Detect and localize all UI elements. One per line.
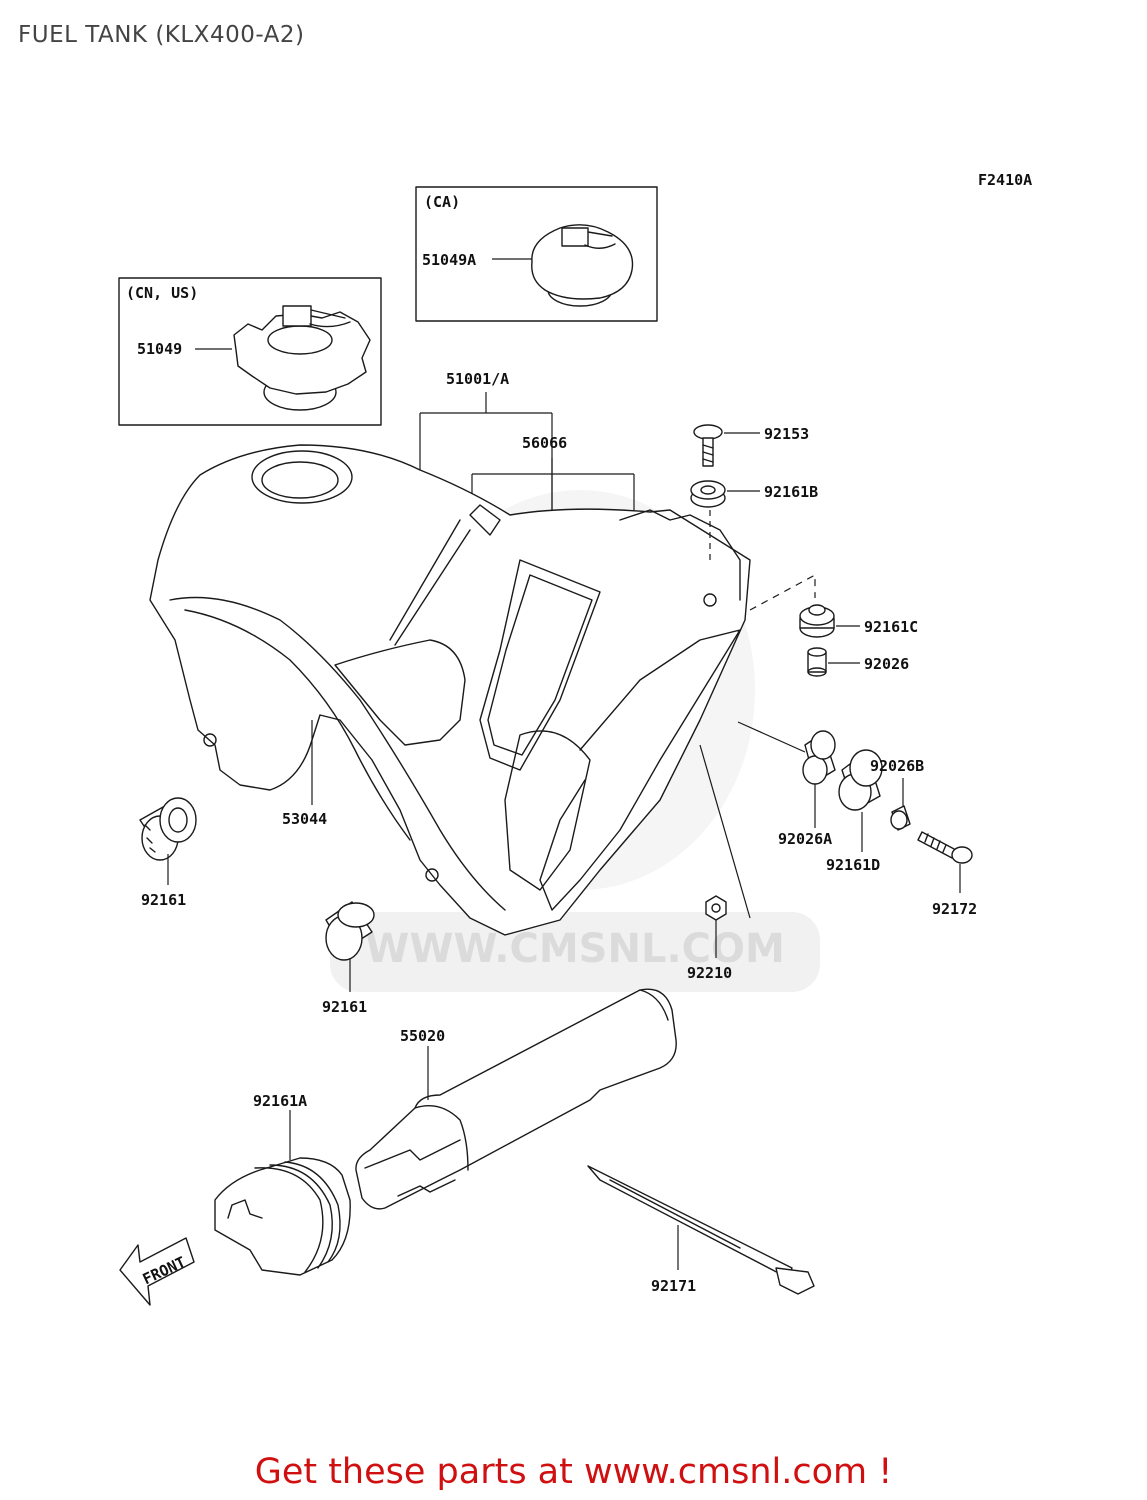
figure-code: F2410A: [978, 171, 1032, 189]
part-label-51049[interactable]: 51049: [137, 340, 182, 358]
part-label-92171[interactable]: 92171: [651, 1277, 696, 1295]
part-label-56066[interactable]: 56066: [522, 434, 567, 452]
part-label-92172[interactable]: 92172: [932, 900, 977, 918]
inset-cn-us-tag: (CN, US): [126, 284, 198, 302]
footer-link-text[interactable]: Get these parts at www.cmsnl.com !: [254, 1452, 893, 1492]
collar-92026A-icon: [802, 730, 836, 785]
nut-92210-icon: [705, 895, 727, 921]
damper-92161-mid-icon: [325, 901, 375, 961]
collar-92026-icon: [807, 647, 827, 677]
part-label-92210[interactable]: 92210: [687, 964, 732, 982]
part-label-55020[interactable]: 55020: [400, 1027, 445, 1045]
inset-box-ca: (CA) 51049A: [415, 186, 658, 322]
rubber-92161D-icon: [838, 749, 883, 811]
cover-55020-icon: [355, 988, 677, 1210]
bolt-92153-icon: [693, 424, 723, 467]
part-label-53044[interactable]: 53044: [282, 810, 327, 828]
collar-92026B-icon: [890, 805, 911, 831]
cable-tie-92171-icon: [587, 1165, 815, 1295]
part-label-92161-mid[interactable]: 92161: [322, 998, 367, 1016]
part-label-92026B[interactable]: 92026B: [870, 757, 924, 775]
part-label-51001A[interactable]: 51001/A: [446, 370, 509, 388]
bolt-92172-icon: [917, 831, 973, 864]
damper-92161A-icon: [214, 1157, 351, 1276]
damper-92161-left-icon: [139, 797, 197, 861]
part-label-92026[interactable]: 92026: [864, 655, 909, 673]
front-direction-arrow: FRONT: [119, 1237, 195, 1306]
part-label-92153[interactable]: 92153: [764, 425, 809, 443]
grommet-92161B-icon: [690, 480, 726, 508]
grommet-92161C-icon: [799, 604, 835, 638]
part-label-92161A[interactable]: 92161A: [253, 1092, 307, 1110]
inset-ca-tag: (CA): [424, 193, 460, 211]
part-label-92161D[interactable]: 92161D: [826, 856, 880, 874]
fuel-cap-cn-us-icon: [233, 305, 371, 411]
part-label-92161C[interactable]: 92161C: [864, 618, 918, 636]
part-label-92026A[interactable]: 92026A: [778, 830, 832, 848]
page-title: FUEL TANK (KLX400-A2): [18, 22, 305, 48]
fuel-tank-drawing: [149, 444, 751, 936]
exploded-parts-diagram: WWW.CMSNL.COM F2410A (CA) 51049A (CN, US…: [118, 171, 1032, 1306]
part-label-92161B[interactable]: 92161B: [764, 483, 818, 501]
part-label-92161-left[interactable]: 92161: [141, 891, 186, 909]
fuel-cap-ca-icon: [531, 224, 634, 307]
part-label-51049A[interactable]: 51049A: [422, 251, 476, 269]
watermark-text: WWW.CMSNL.COM: [365, 926, 785, 972]
inset-box-cn-us: (CN, US) 51049: [118, 277, 382, 426]
